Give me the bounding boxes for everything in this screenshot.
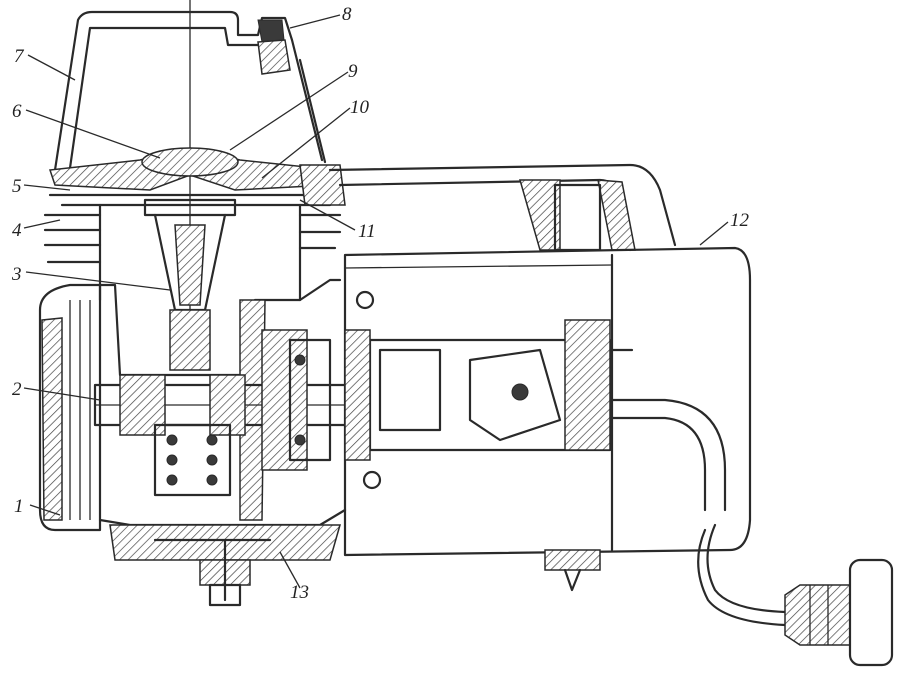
label-7: 7 (14, 46, 25, 67)
leader-lines (23, 14, 729, 589)
foot-mount (153, 538, 272, 607)
motor-bearing (261, 329, 332, 471)
label-5: 5 (12, 176, 22, 197)
label-8: 8 (342, 4, 352, 25)
part-labels: 1 2 3 4 5 6 7 8 9 10 11 12 13 (11, 4, 750, 603)
label-11: 11 (358, 221, 376, 242)
label-3: 3 (11, 264, 22, 285)
label-2: 2 (12, 379, 22, 400)
label-1: 1 (14, 496, 24, 517)
air-duct (328, 163, 677, 252)
fan-housing (38, 283, 102, 532)
cylinder-fins (43, 203, 342, 302)
label-10: 10 (350, 97, 370, 118)
top-hood (53, 0, 327, 320)
label-13: 13 (290, 582, 309, 603)
label-12: 12 (730, 210, 750, 231)
label-6: 6 (12, 101, 22, 122)
crankshaft (93, 374, 357, 497)
valve-plate (48, 147, 346, 207)
motor-body (343, 246, 752, 592)
label-4: 4 (12, 220, 22, 241)
power-cable (610, 398, 894, 667)
connecting-rod (143, 198, 237, 371)
label-9: 9 (348, 61, 358, 82)
